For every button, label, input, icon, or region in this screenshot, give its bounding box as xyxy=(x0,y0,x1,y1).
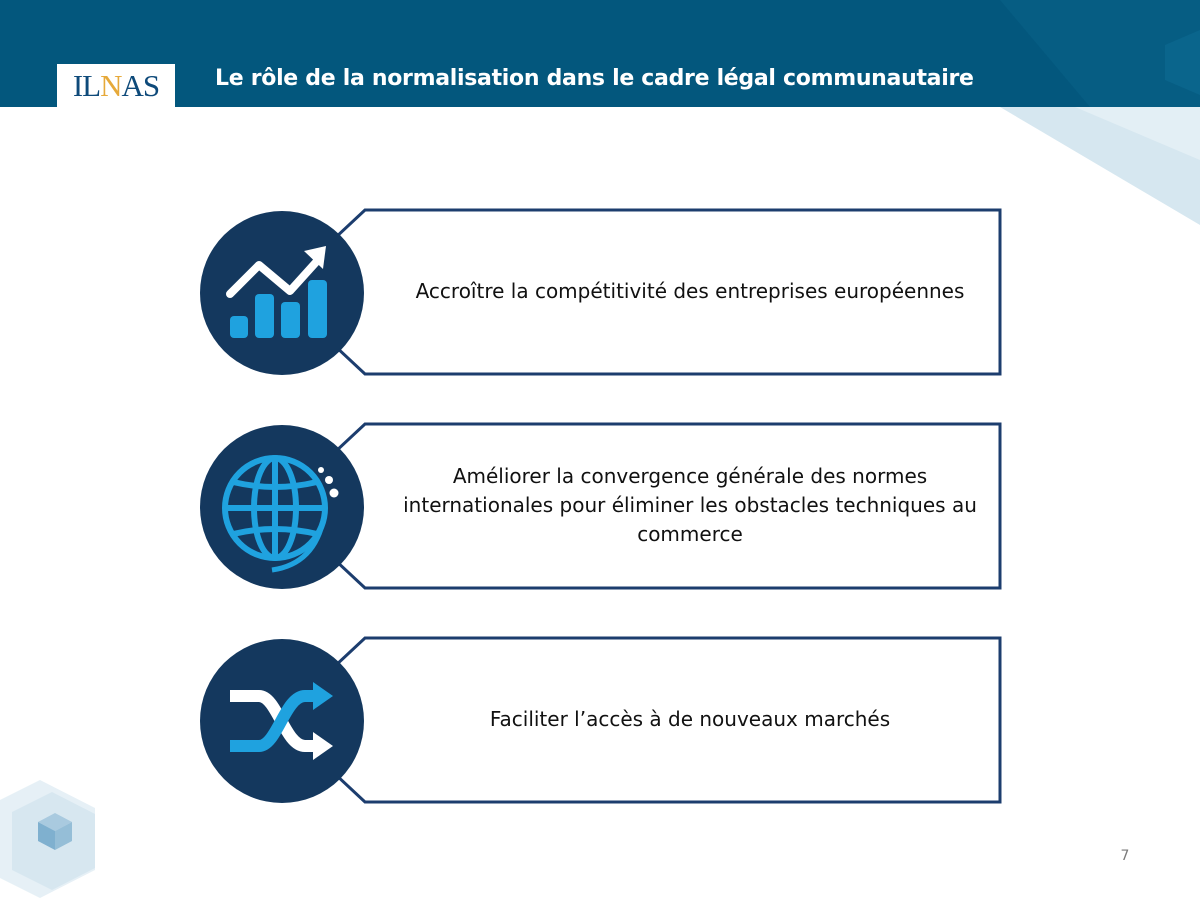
shuffle-arrows-icon xyxy=(200,639,364,803)
logo: ILNAS xyxy=(57,64,175,107)
page-number: 7 xyxy=(1120,848,1130,864)
growth-chart-icon xyxy=(200,211,364,375)
logo-text: ILNAS xyxy=(72,68,160,103)
list-item: Faciliter l’accès à de nouveaux marchés xyxy=(0,636,1200,806)
header-band xyxy=(0,0,1200,107)
list-item: Améliorer la convergence générale des no… xyxy=(0,422,1200,592)
header-decoration xyxy=(1000,0,1200,107)
item-text: Accroître la compétitivité des entrepris… xyxy=(415,278,965,303)
item-text: Faciliter l’accès à de nouveaux marchés xyxy=(489,706,891,731)
page-title: Le rôle de la normalisation dans le cadr… xyxy=(215,66,974,91)
item-text: Améliorer la convergence générale des no… xyxy=(403,463,977,546)
globe-icon xyxy=(200,425,364,589)
list-item: Accroître la compétitivité des entrepris… xyxy=(0,208,1200,378)
